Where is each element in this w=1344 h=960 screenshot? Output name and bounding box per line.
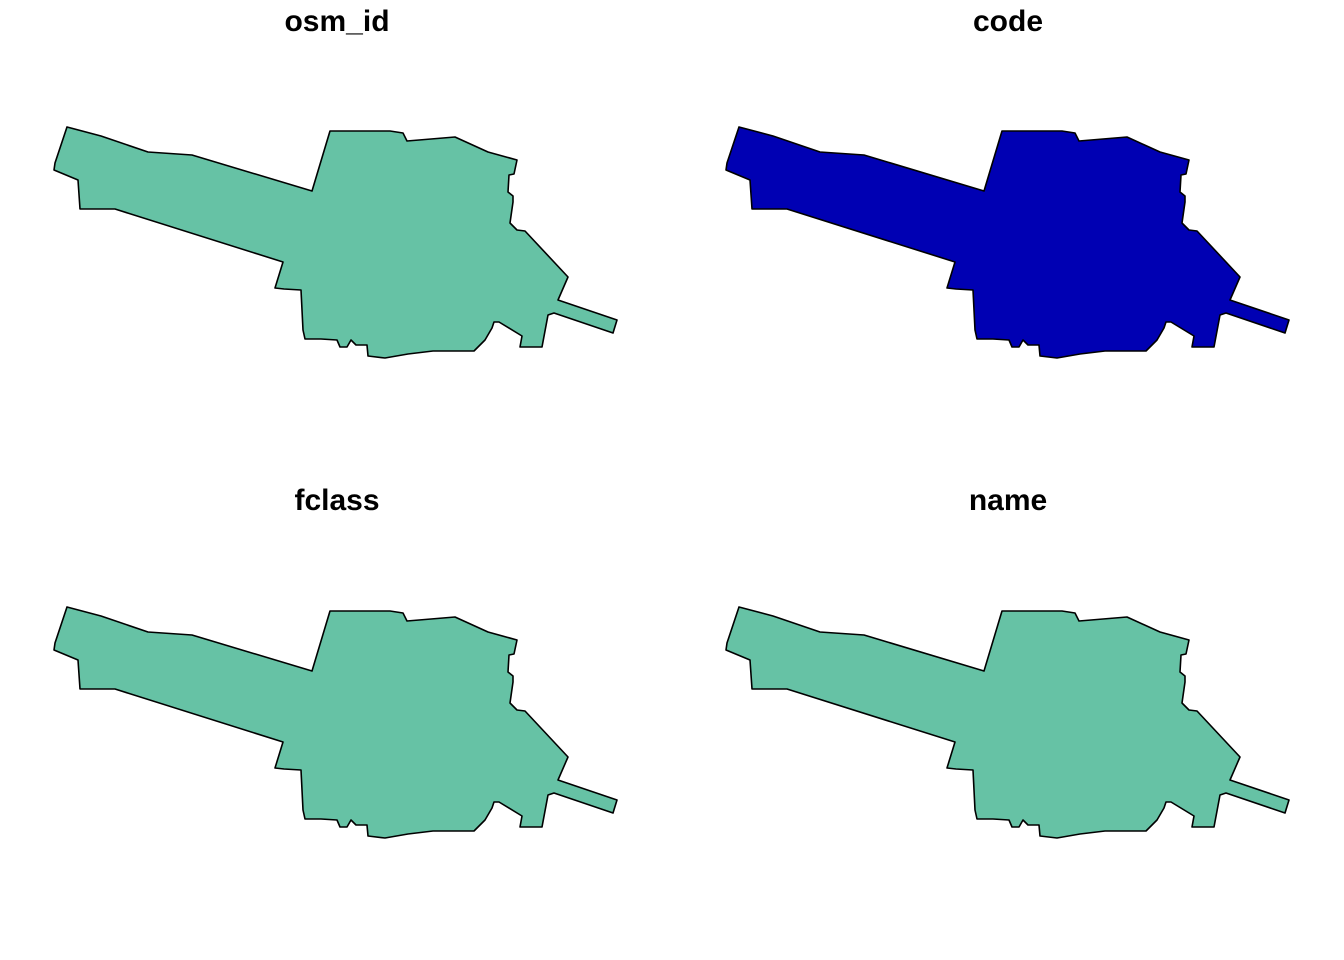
panel-title: fclass [294, 484, 380, 517]
map-panel-name: name [672, 480, 1344, 960]
area-polygon [725, 126, 1290, 359]
map-svg [53, 606, 618, 839]
panel-title: osm_id [284, 5, 390, 38]
map-svg [53, 126, 618, 359]
area-polygon [725, 606, 1290, 839]
map-svg [725, 606, 1290, 839]
area-polygon [53, 126, 618, 359]
panel-title: name [968, 484, 1048, 517]
area-polygon [53, 606, 618, 839]
map-panel-code: code [672, 0, 1344, 480]
panel-title: code [972, 5, 1044, 38]
map-panel-fclass: fclass [0, 480, 672, 960]
map-panel-osm-id: osm_id [0, 0, 672, 480]
map-svg [725, 126, 1290, 359]
